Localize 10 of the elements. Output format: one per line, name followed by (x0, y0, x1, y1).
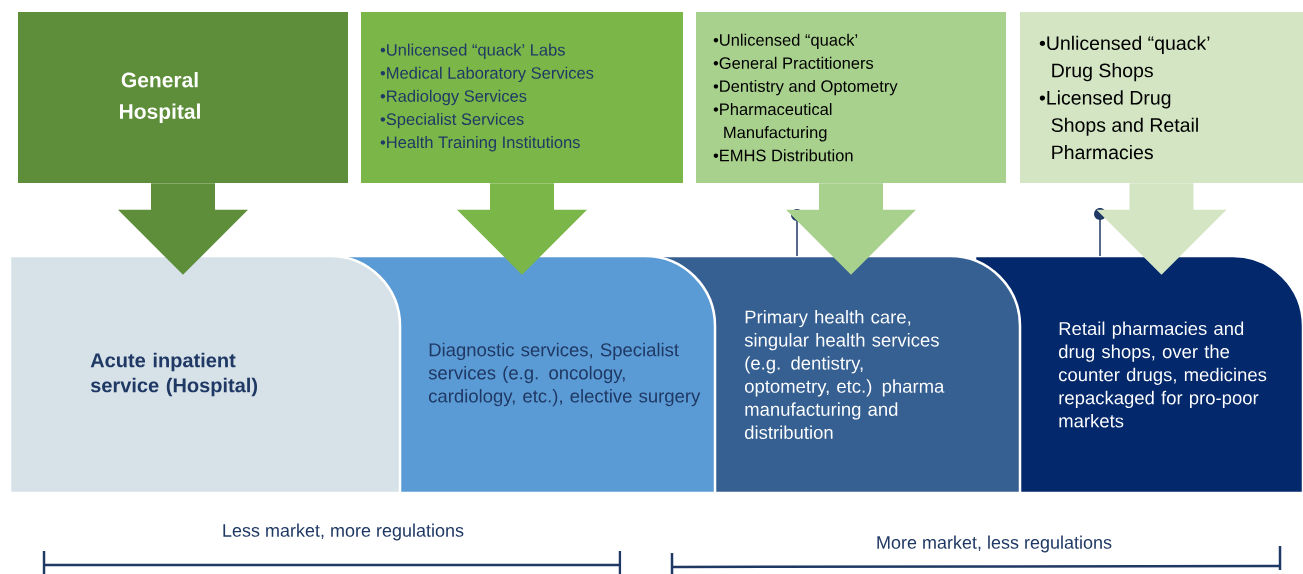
block-arrow (457, 183, 587, 275)
range-label: Less market, more regulations (223, 523, 464, 541)
range-label: More market, less regulations (877, 535, 1112, 553)
source-box: •Unlicensed “quack’ Drug Shops •Licensed Drug Shops and Retail Pharmacies (1020, 12, 1303, 183)
block-arrow (118, 183, 248, 275)
source-box: General Hospital (18, 12, 348, 183)
block-arrow (786, 183, 916, 275)
source-box: •Unlicensed “quack’ •General Practitioners •Dentistry and Optometry •Pharmaceutical Manufacturing •EMHS Distribution (696, 12, 1006, 183)
source-box: •Unlicensed “quack’ Labs •Medical Laboratory Services •Radiology Services •Specialist Services •Health Training Institutions (361, 12, 683, 183)
block-arrow (1096, 183, 1227, 275)
